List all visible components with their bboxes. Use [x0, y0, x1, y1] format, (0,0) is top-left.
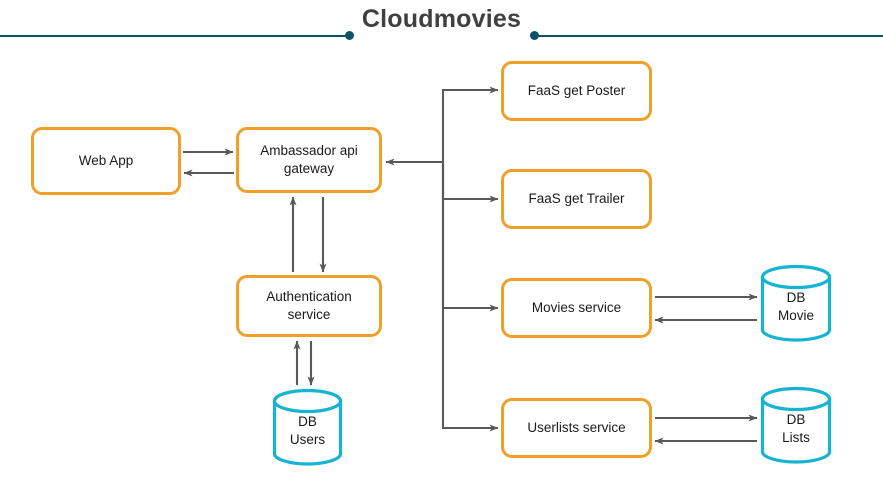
database-cylinder-icon: [760, 264, 832, 342]
node-db-movie[interactable]: DB Movie: [760, 264, 832, 343]
connector-bus-to-movies-service: [441, 162, 499, 312]
node-label: Ambassador api gateway: [260, 143, 358, 176]
database-cylinder-icon: [272, 388, 343, 466]
node-label: FaaS get Trailer: [528, 191, 625, 206]
connector-bus-to-faas-trailer: [441, 162, 499, 203]
node-label: Userlists service: [527, 420, 626, 435]
node-db-lists[interactable]: DB Lists: [760, 386, 832, 465]
diagram-header: Cloudmovies: [0, 0, 883, 50]
db-label-line2: Users: [289, 431, 326, 447]
node-label: FaaS get Poster: [527, 83, 626, 98]
database-cylinder-icon: [760, 386, 832, 464]
title-rule-right: [534, 35, 883, 37]
node-api-gateway[interactable]: Ambassador api gateway: [236, 127, 382, 193]
node-faas-get-trailer[interactable]: FaaS get Trailer: [501, 169, 652, 229]
node-authentication-service[interactable]: Authentication service: [236, 275, 382, 337]
page-title: Cloudmovies: [361, 5, 522, 33]
db-label-wrap: DB Movie: [760, 264, 832, 343]
connector-bus-to-faas-poster: [441, 86, 499, 162]
db-label-line1: DB: [786, 289, 806, 305]
db-label-wrap: DB Lists: [760, 386, 832, 465]
node-label: Movies service: [531, 300, 622, 315]
node-faas-get-poster[interactable]: FaaS get Poster: [501, 61, 652, 121]
connector-bus-to-userlists-service: [441, 162, 499, 432]
db-label-line2: Lists: [782, 429, 810, 445]
title-rule-left: [0, 35, 349, 37]
node-movies-service[interactable]: Movies service: [501, 278, 652, 338]
node-label: Authentication service: [266, 289, 352, 322]
node-userlists-service[interactable]: Userlists service: [501, 398, 652, 458]
title-dot-left: [345, 31, 354, 40]
node-db-users[interactable]: DB Users: [272, 388, 343, 467]
node-web-app[interactable]: Web App: [31, 127, 181, 195]
db-label-line1: DB: [786, 411, 806, 427]
db-label-line2: Movie: [777, 307, 814, 323]
db-label-line1: DB: [298, 413, 317, 429]
db-label-wrap: DB Users: [272, 388, 343, 467]
node-label: Web App: [78, 153, 134, 168]
